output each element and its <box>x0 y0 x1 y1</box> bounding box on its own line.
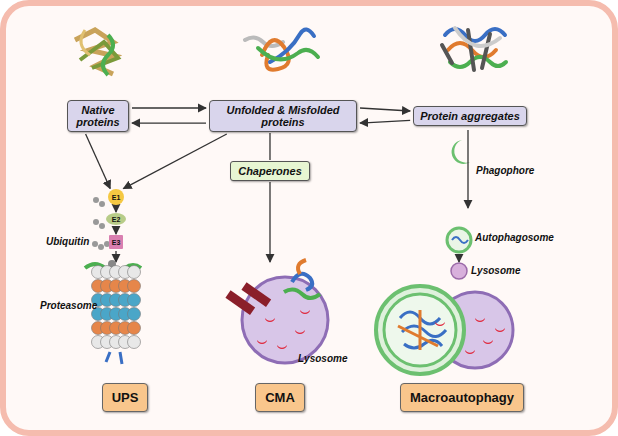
part-label: Proteasome <box>40 300 97 311</box>
proteasome <box>92 266 141 365</box>
unfolded-protein <box>245 29 318 69</box>
label-text: Lysosome <box>298 353 347 364</box>
label-text: Phagophore <box>476 165 534 176</box>
part-label: Phagophore <box>476 165 534 176</box>
part-label: Lysosome <box>471 265 520 276</box>
node-text: Protein aggregates <box>420 110 520 122</box>
transition-arrow <box>360 108 410 111</box>
node-text: Unfolded & Misfolded proteins <box>226 104 339 128</box>
transition-arrow <box>360 120 410 123</box>
node-text: Native proteins <box>76 104 119 128</box>
state-box: Unfolded & Misfolded proteins <box>209 100 357 132</box>
part-label: Ubiquitin <box>46 236 89 247</box>
enzyme-symbol: E3 <box>109 235 123 249</box>
arrow <box>458 254 459 262</box>
cma-lysosome <box>225 260 328 363</box>
ubiquitin-chain <box>92 197 110 250</box>
transition-arrow <box>123 134 226 189</box>
node-text: Chaperones <box>238 165 302 177</box>
node-text: Macroautophagy <box>410 390 514 405</box>
node-text: E3 <box>112 239 121 246</box>
helper-box: Chaperones <box>230 161 310 181</box>
pathway-box: CMA <box>255 383 305 412</box>
autolysosome <box>376 286 513 374</box>
lysosomal-enzymes <box>257 310 505 354</box>
label-text: Lysosome <box>471 265 520 276</box>
state-box: Native proteins <box>67 100 129 132</box>
transition-arrow <box>132 122 206 123</box>
enzyme-symbol: E2 <box>106 213 126 225</box>
label-text: Ubiquitin <box>46 236 89 247</box>
transition-arrow <box>115 226 116 234</box>
native-protein <box>75 30 118 75</box>
arrow <box>269 182 270 262</box>
node-text: E2 <box>112 216 121 223</box>
autophagosome <box>447 228 471 252</box>
arrow <box>467 130 468 208</box>
node-text: CMA <box>265 390 295 405</box>
arrow <box>115 251 116 262</box>
phagophore <box>452 140 470 164</box>
label-text: Autophagosome <box>475 232 554 243</box>
node-text: E1 <box>112 194 121 201</box>
label-text: Proteasome <box>40 300 97 311</box>
pathway-box: Macroautophagy <box>400 383 524 412</box>
frame <box>3 3 615 433</box>
protein-aggregate <box>442 28 506 70</box>
transition-arrow <box>132 107 206 108</box>
transition-arrow <box>86 134 111 189</box>
part-label: Lysosome <box>298 353 347 364</box>
transition-arrow <box>115 206 116 212</box>
part-label: Autophagosome <box>475 232 554 243</box>
transition-arrow <box>269 133 270 160</box>
state-box: Protein aggregates <box>413 106 527 126</box>
small-lysosome <box>451 263 467 279</box>
enzyme-symbol: E1 <box>108 189 124 205</box>
node-text: UPS <box>112 390 139 405</box>
pathway-box: UPS <box>102 383 149 412</box>
